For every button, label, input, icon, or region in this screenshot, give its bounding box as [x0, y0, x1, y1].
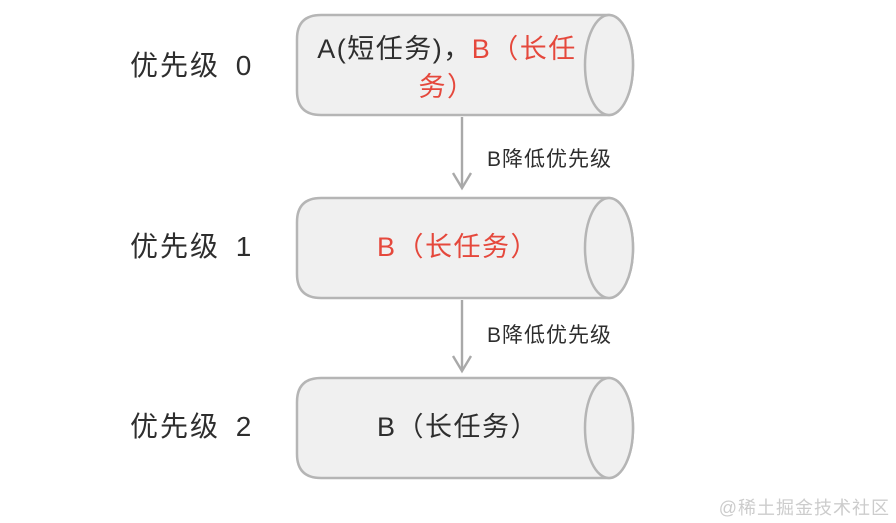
priority-0-queue-content: A(短任务)，B（长任务） — [312, 30, 582, 106]
demote-label-0: B降低优先级 — [487, 148, 613, 171]
task-b-text: B（长任务） — [418, 34, 577, 102]
task-a-text: A(短任务)， — [317, 34, 472, 64]
down-arrow-icon — [451, 117, 473, 191]
down-arrow-icon — [451, 300, 473, 374]
priority-1-label: 优先级 1 — [130, 231, 254, 262]
priority-1-queue-cylinder — [295, 196, 635, 300]
priority-1-queue-content: B（长任务） — [308, 228, 608, 266]
priority-2-label: 优先级 2 — [130, 411, 254, 442]
demote-label-1: B降低优先级 — [487, 324, 613, 347]
priority-2-queue-cylinder — [295, 376, 635, 480]
priority-0-label: 优先级 0 — [130, 50, 254, 81]
priority-0-queue-cylinder — [295, 13, 635, 117]
task-b-text: B（长任务） — [376, 412, 539, 442]
task-b-text: B（长任务） — [376, 232, 539, 262]
watermark: @稀土掘金技术社区 — [718, 498, 890, 518]
priority-2-queue-content: B（长任务） — [308, 408, 608, 446]
